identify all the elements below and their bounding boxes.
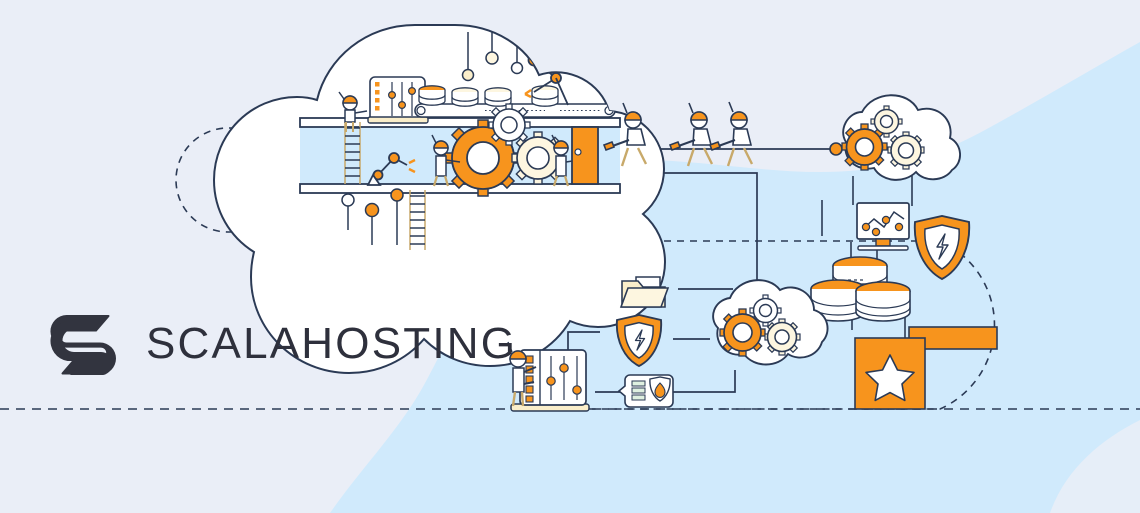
db-3	[484, 87, 512, 107]
worker-gear-right	[551, 134, 580, 187]
db-front-right	[855, 281, 911, 322]
monitor-analytics-icon	[856, 202, 910, 251]
gear-large-orange	[444, 119, 522, 197]
control-panel-with-operator	[507, 341, 590, 412]
gear-cloud-top-right	[841, 94, 961, 181]
rope-worker-3	[708, 101, 754, 167]
panel-to-shield	[567, 331, 600, 350]
ladder-left	[344, 122, 361, 184]
gear-bottom-medium	[764, 318, 801, 356]
pin-dots-lower	[341, 188, 404, 245]
gear-cloud-bottom-center	[712, 279, 829, 366]
database-stack-icon	[810, 256, 911, 322]
firewall-to-gearcloud	[672, 370, 736, 393]
shield-lightning-icon-right	[913, 215, 971, 281]
orange-door	[571, 126, 599, 185]
gear-bottom-large	[719, 308, 766, 357]
scalahosting-s-mark	[50, 315, 116, 375]
database-stack-conveyor	[418, 85, 559, 107]
brand-logo[interactable]: SCALAHOSTING	[48, 313, 517, 375]
robotic-arm-lower	[366, 152, 416, 186]
rope-end-dot	[829, 142, 843, 156]
db-2	[451, 87, 479, 107]
worker-ladder-top	[338, 91, 368, 132]
background-blue-corner-bottom-right	[1050, 420, 1140, 513]
gear-small-white	[488, 103, 531, 146]
brand-name: SCALAHOSTING	[146, 319, 518, 368]
server-rack-panel	[367, 76, 429, 124]
db-4	[531, 85, 559, 107]
gear-cloud-top-small	[870, 105, 903, 138]
open-folder-icon	[619, 276, 670, 308]
worker-gear-left	[431, 134, 461, 187]
star-folder-icon	[854, 326, 998, 410]
db-1	[418, 85, 446, 106]
gear-cloud-top-medium	[887, 131, 925, 170]
ladder-center	[409, 190, 426, 250]
shield-lightning-icon-center	[615, 314, 663, 368]
gear-cloud-top-large	[841, 123, 888, 171]
db-front-left	[810, 279, 866, 322]
rope-worker-2	[668, 102, 714, 167]
gear-bottom-small	[749, 294, 782, 327]
factory-upper-floor	[299, 117, 621, 128]
dashed-rounded-track-left	[175, 127, 600, 233]
firewall-shield-icon	[617, 374, 674, 408]
control-panel-operator	[507, 341, 537, 407]
cloud-factory	[212, 24, 667, 375]
rope-worker-1	[602, 102, 648, 167]
workers-pulling-rope	[602, 101, 843, 167]
pendant-dots-upper	[461, 30, 524, 82]
